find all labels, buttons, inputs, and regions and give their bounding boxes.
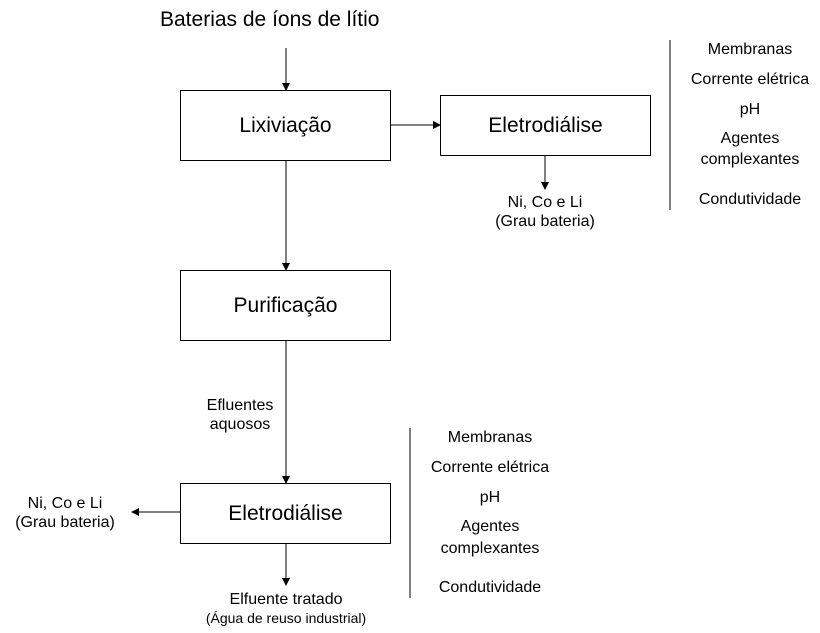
param-top-corrente: Corrente elétrica xyxy=(690,71,810,88)
treated-effluent-label: Elfuente tratado (Água de reuso industri… xyxy=(176,590,396,627)
effluent-label: Efluentes aquosos xyxy=(180,396,300,434)
box-eletrodialise-bottom: Eletrodiálise xyxy=(180,483,391,544)
top-product-line1: Ni, Co e Li xyxy=(507,194,583,211)
box-lixiviacao: Lixiviação xyxy=(180,90,391,161)
top-product-label: Ni, Co e Li (Grau bateria) xyxy=(470,193,620,231)
diagram-title: Baterias de íons de lítio xyxy=(160,8,380,31)
effluent-line2: aquosos xyxy=(209,416,271,433)
param-top-agentes: Agentes xyxy=(720,130,780,147)
bottom-product-line2: (Grau bateria) xyxy=(15,514,115,531)
param-bottom-condutividade: Condutividade xyxy=(438,579,542,596)
treated-line1: Elfuente tratado xyxy=(229,591,343,608)
param-bottom-ph: pH xyxy=(479,489,501,506)
bottom-product-line1: Ni, Co e Li xyxy=(27,495,103,512)
param-bottom-corrente: Corrente elétrica xyxy=(430,459,550,476)
treated-line2: (Água de reuso industrial) xyxy=(205,610,367,626)
bottom-product-label: Ni, Co e Li (Grau bateria) xyxy=(0,494,130,532)
effluent-line1: Efluentes xyxy=(206,397,274,414)
param-bottom-complexantes: complexantes xyxy=(440,540,540,557)
box-eletrodialise-bottom-label: Eletrodiálise xyxy=(228,501,343,525)
param-top-membranas: Membranas xyxy=(707,41,793,58)
box-lixiviacao-label: Lixiviação xyxy=(239,113,332,137)
box-eletrodialise-top-label: Eletrodiálise xyxy=(488,113,603,137)
box-purificacao: Purificação xyxy=(180,270,391,341)
box-eletrodialise-top: Eletrodiálise xyxy=(440,95,651,156)
param-bottom-agentes: Agentes xyxy=(460,518,520,535)
top-product-line2: (Grau bateria) xyxy=(495,213,595,230)
param-top-complexantes: complexantes xyxy=(700,151,800,168)
param-top-condutividade: Condutividade xyxy=(698,191,802,208)
param-top-ph: pH xyxy=(739,101,761,118)
param-bottom-membranas: Membranas xyxy=(447,429,533,446)
box-purificacao-label: Purificação xyxy=(233,293,338,317)
